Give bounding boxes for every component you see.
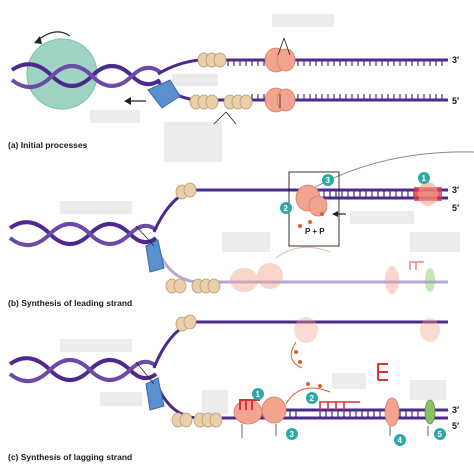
label-blank-c5	[100, 392, 142, 406]
primer-b	[409, 261, 424, 270]
primer-1-c	[239, 399, 260, 410]
nucleotides-c	[294, 350, 322, 388]
step-label-2-c: 2	[310, 394, 315, 403]
caption-c: (c) Synthesis of lagging strand	[8, 452, 132, 462]
step-label-5-c: 5	[438, 430, 443, 439]
caption-b: (b) Synthesis of leading strand	[8, 298, 132, 308]
primase-c	[377, 363, 388, 381]
label-blank-c2	[202, 390, 228, 414]
bases-top-a	[227, 60, 443, 66]
helicase-b	[145, 239, 165, 273]
step-label-3-c: 3	[290, 430, 295, 439]
step-badge-3-c	[286, 428, 298, 440]
label-blank-b3	[350, 211, 414, 224]
step-badge-2-c	[306, 392, 318, 404]
bases-bottom-a	[251, 94, 443, 100]
primer-2-c	[319, 401, 360, 410]
three-prime-b: 3′	[452, 185, 459, 195]
step-badge-5-c	[434, 428, 446, 440]
pointer-arrowhead-b	[332, 211, 338, 217]
label-blank-a3	[90, 110, 140, 123]
step-label-1-b: 1	[422, 174, 427, 183]
five-prime-b: 5′	[452, 203, 459, 213]
faded-upper-c	[294, 317, 440, 343]
step-label-2-b: 2	[284, 204, 289, 213]
label-blank-c1	[60, 339, 132, 352]
polymerase-b	[295, 184, 328, 217]
helicase-a	[147, 79, 181, 109]
topoisomerase	[26, 38, 98, 110]
bottom-strand-b	[154, 245, 448, 284]
ssb-proteins-c	[171, 314, 223, 428]
step-label-4-c: 4	[398, 436, 403, 445]
label-blank-b1	[60, 201, 132, 214]
leader-line-c	[135, 361, 155, 385]
faded-machinery-b	[230, 246, 435, 294]
step-badge-4-c	[394, 434, 406, 446]
label-blank-c3	[332, 373, 366, 389]
leader-lines-c	[241, 424, 429, 438]
polymerase-end-b	[418, 182, 438, 206]
double-helix-a	[10, 62, 162, 89]
panel-c: 1 2 3 4 5 3′ 5′ (c) Synthesis of lagging…	[8, 314, 459, 462]
step-badge-1-b	[418, 172, 430, 184]
step-label-1-c: 1	[256, 390, 261, 399]
fork-arrowhead-a	[124, 97, 131, 105]
three-prime-a: 3′	[452, 55, 459, 65]
rna-loop-c	[285, 341, 331, 405]
double-helix-c	[8, 356, 158, 383]
label-blank-a4	[164, 122, 222, 162]
ssb-proteins-a	[189, 52, 253, 110]
label-blank-c4	[410, 380, 446, 400]
leader-line-b	[135, 225, 155, 247]
five-prime-c: 5′	[452, 421, 459, 431]
rotation-arrow	[37, 31, 71, 41]
step-label-3-b: 3	[326, 176, 331, 185]
panel-b: P + P 3 2 1 3′ 5′ (b) Synthesis of leadi…	[8, 151, 474, 308]
zoom-curve	[309, 151, 474, 191]
label-blank-a2	[172, 74, 218, 86]
double-helix-b	[8, 220, 158, 247]
step-badge-2-b	[280, 202, 292, 214]
ligase-c	[424, 399, 436, 425]
bottom-strand-c	[154, 381, 448, 420]
caption-a: (a) Initial processes	[8, 140, 88, 150]
panel-a: 3′ 5′ (a) Initial processes	[8, 14, 459, 162]
ssb-proteins-b	[165, 182, 221, 294]
nucleotides-b	[298, 212, 324, 228]
step-badge-1-c	[252, 388, 264, 400]
polymerase-a	[264, 47, 296, 113]
label-blank-a1	[272, 14, 334, 27]
five-prime-a: 5′	[452, 96, 459, 106]
label-blank-b2	[222, 232, 270, 252]
label-blank-b4	[410, 232, 460, 252]
pyrophosphate-label: P + P	[305, 227, 325, 236]
rotation-arrowhead	[34, 36, 42, 44]
three-prime-c: 3′	[452, 405, 459, 415]
step-badge-3-b	[322, 174, 334, 186]
leader-lines-a	[213, 37, 291, 125]
helicase-c	[145, 377, 165, 411]
